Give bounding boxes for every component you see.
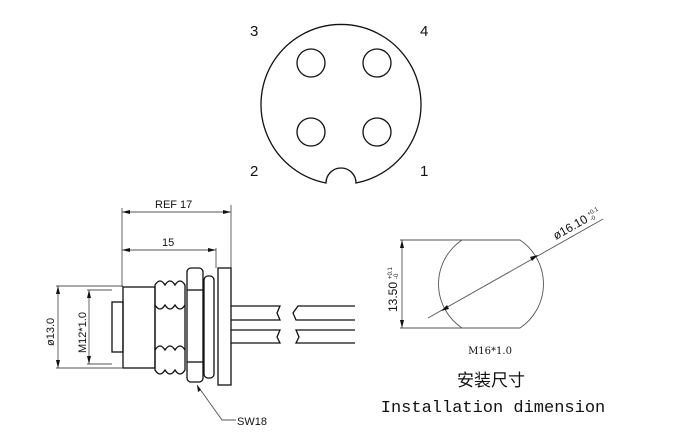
ref-17-label: REF 17 xyxy=(155,199,192,211)
svg-text:+0.1: +0.1 xyxy=(586,206,600,217)
svg-text:-0: -0 xyxy=(394,273,400,279)
side-view: REF 17 15 ø13.0 M12*1.0 SW18 xyxy=(45,199,355,428)
pin-label-1: 1 xyxy=(420,163,428,180)
m12-thread-label: M12*1.0 xyxy=(77,312,89,353)
wire-2 xyxy=(231,329,282,344)
wire-1 xyxy=(231,305,281,321)
sw18-label: SW18 xyxy=(237,416,267,428)
pin-4 xyxy=(362,48,392,78)
pin-label-3: 3 xyxy=(250,23,258,40)
hex-nut xyxy=(186,267,204,383)
length-15-label: 15 xyxy=(162,237,174,249)
diameter-16-dimension xyxy=(427,218,604,319)
pin-3 xyxy=(296,48,326,78)
svg-text:13.50: 13.50 xyxy=(386,282,400,312)
diameter-13-label: ø13.0 xyxy=(45,318,57,346)
pinout-face: 3 4 2 1 xyxy=(250,23,428,184)
pin-1 xyxy=(362,117,392,147)
flange xyxy=(217,267,232,386)
pin-label-4: 4 xyxy=(420,23,428,40)
flat-height-label: 13.50 +0.1 -0 xyxy=(386,266,400,312)
installation-title-en: Installation dimension xyxy=(381,399,605,418)
svg-text:+0.1: +0.1 xyxy=(388,266,394,279)
svg-text:ø16.10: ø16.10 xyxy=(551,212,591,243)
m16-thread-label: M16*1.0 xyxy=(468,346,512,357)
pin-2 xyxy=(296,117,326,147)
cutout-outline xyxy=(438,239,544,329)
panel-cutout: 13.50 +0.1 -0 ø16.10 +0.1 -0 M16*1.0 安装尺… xyxy=(381,206,605,418)
pin-label-2: 2 xyxy=(250,163,258,180)
washer xyxy=(203,275,215,379)
connector-face-outline xyxy=(260,23,422,184)
installation-title-cn: 安装尺寸 xyxy=(457,371,525,391)
sw18-leader xyxy=(196,384,236,421)
svg-text:-0: -0 xyxy=(589,215,597,223)
